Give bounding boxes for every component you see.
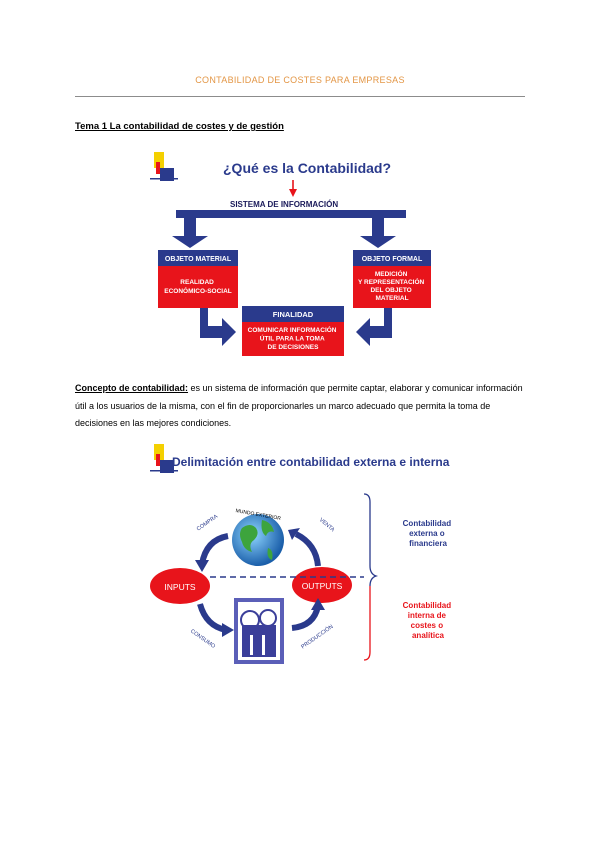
formal-body: MEDICIÓN Y REPRESENTACIÓN DEL OBJETO MAT…: [358, 269, 426, 302]
material-body-box: [158, 266, 238, 308]
definition-paragraph: Concepto de contabilidad: es un sistema …: [75, 380, 535, 433]
material-body-line-2: ECONÓMICO-SOCIAL: [164, 286, 232, 295]
finalidad-body-line-3: DE DECISIONES: [268, 344, 320, 351]
figure2-title: Delimitación entre contabilidad externa …: [172, 455, 450, 469]
finalidad-head: FINALIDAD: [273, 310, 314, 319]
definition-term: Concepto de contabilidad:: [75, 383, 189, 393]
finalidad-body-line-1: COMUNICAR INFORMACIÓN: [248, 325, 337, 334]
factory-icon: [234, 598, 284, 664]
inputs-node: [150, 568, 210, 604]
internal-line-4: analítica: [412, 631, 445, 640]
internal-line-1: Contabilidad: [403, 601, 452, 610]
left-finalidad-arrow: [200, 308, 236, 346]
material-head: OBJETO MATERIAL: [165, 256, 232, 263]
formal-body-line-3: DEL OBJETO: [370, 287, 411, 294]
finalidad-body-box: [242, 322, 344, 356]
compra-label: COMPRA: [196, 514, 219, 533]
definition-text: es un sistema de información que permite…: [75, 383, 523, 428]
internal-line-3: costes o: [411, 621, 444, 630]
globe-icon: [232, 514, 284, 566]
external-label: Contabilidad externa o financiera: [403, 519, 454, 548]
right-finalidad-arrow: [356, 308, 392, 346]
figure-what-is-accounting: ¿Qué es la Contabilidad? SISTEMA DE INFO…: [150, 152, 431, 356]
external-line-1: Contabilidad: [403, 519, 452, 528]
formal-body-line-4: MATERIAL: [375, 295, 408, 302]
running-header: CONTABILIDAD DE COSTES PARA EMPRESAS: [195, 75, 405, 85]
compra-arrow: [199, 533, 229, 565]
outputs-node: [292, 567, 352, 603]
material-body-line-1: REALIDAD: [180, 279, 214, 286]
internal-brace: [363, 586, 371, 661]
finalidad-head-box: [242, 306, 344, 322]
outputs-label: OUTPUTS: [302, 581, 343, 591]
header-rule: [75, 96, 525, 97]
formal-body-line-1: MEDICIÓN: [375, 269, 408, 278]
material-head-box: [158, 250, 238, 266]
section-heading: Tema 1 La contabilidad de costes y de ge…: [75, 121, 284, 132]
system-arrow-band: [172, 210, 406, 248]
formal-head: OBJETO FORMAL: [362, 256, 423, 263]
internal-label: Contabilidad interna de costes o analíti…: [403, 601, 454, 640]
section-heading-text: Tema 1 La contabilidad de costes y de ge…: [75, 121, 284, 132]
venta-label: VENTA: [318, 517, 336, 533]
consumo-label: CONSUMO: [189, 628, 217, 650]
material-body: REALIDAD ECONÓMICO-SOCIAL: [164, 279, 232, 295]
venta-arrow: [294, 531, 321, 567]
figure-external-internal: Delimitación entre contabilidad externa …: [150, 444, 454, 664]
finalidad-body: COMUNICAR INFORMACIÓN ÚTIL PARA LA TOMA …: [248, 325, 339, 351]
external-line-2: externa o: [409, 529, 445, 538]
external-line-3: financiera: [409, 539, 447, 548]
finalidad-body-line-2: ÚTIL PARA LA TOMA: [260, 334, 325, 343]
figure1-title: ¿Qué es la Contabilidad?: [223, 160, 391, 176]
formal-head-box: [353, 250, 431, 266]
title-bullet-icon-2: [150, 444, 178, 473]
formal-body-box: [353, 266, 431, 308]
external-brace: [363, 493, 379, 587]
title-bullet-icon: [150, 152, 178, 181]
inputs-label: INPUTS: [164, 582, 196, 592]
system-label: SISTEMA DE INFORMACIÓN: [230, 200, 338, 209]
internal-line-2: interna de: [408, 611, 447, 620]
formal-body-line-2: Y REPRESENTACIÓN: [358, 277, 425, 286]
